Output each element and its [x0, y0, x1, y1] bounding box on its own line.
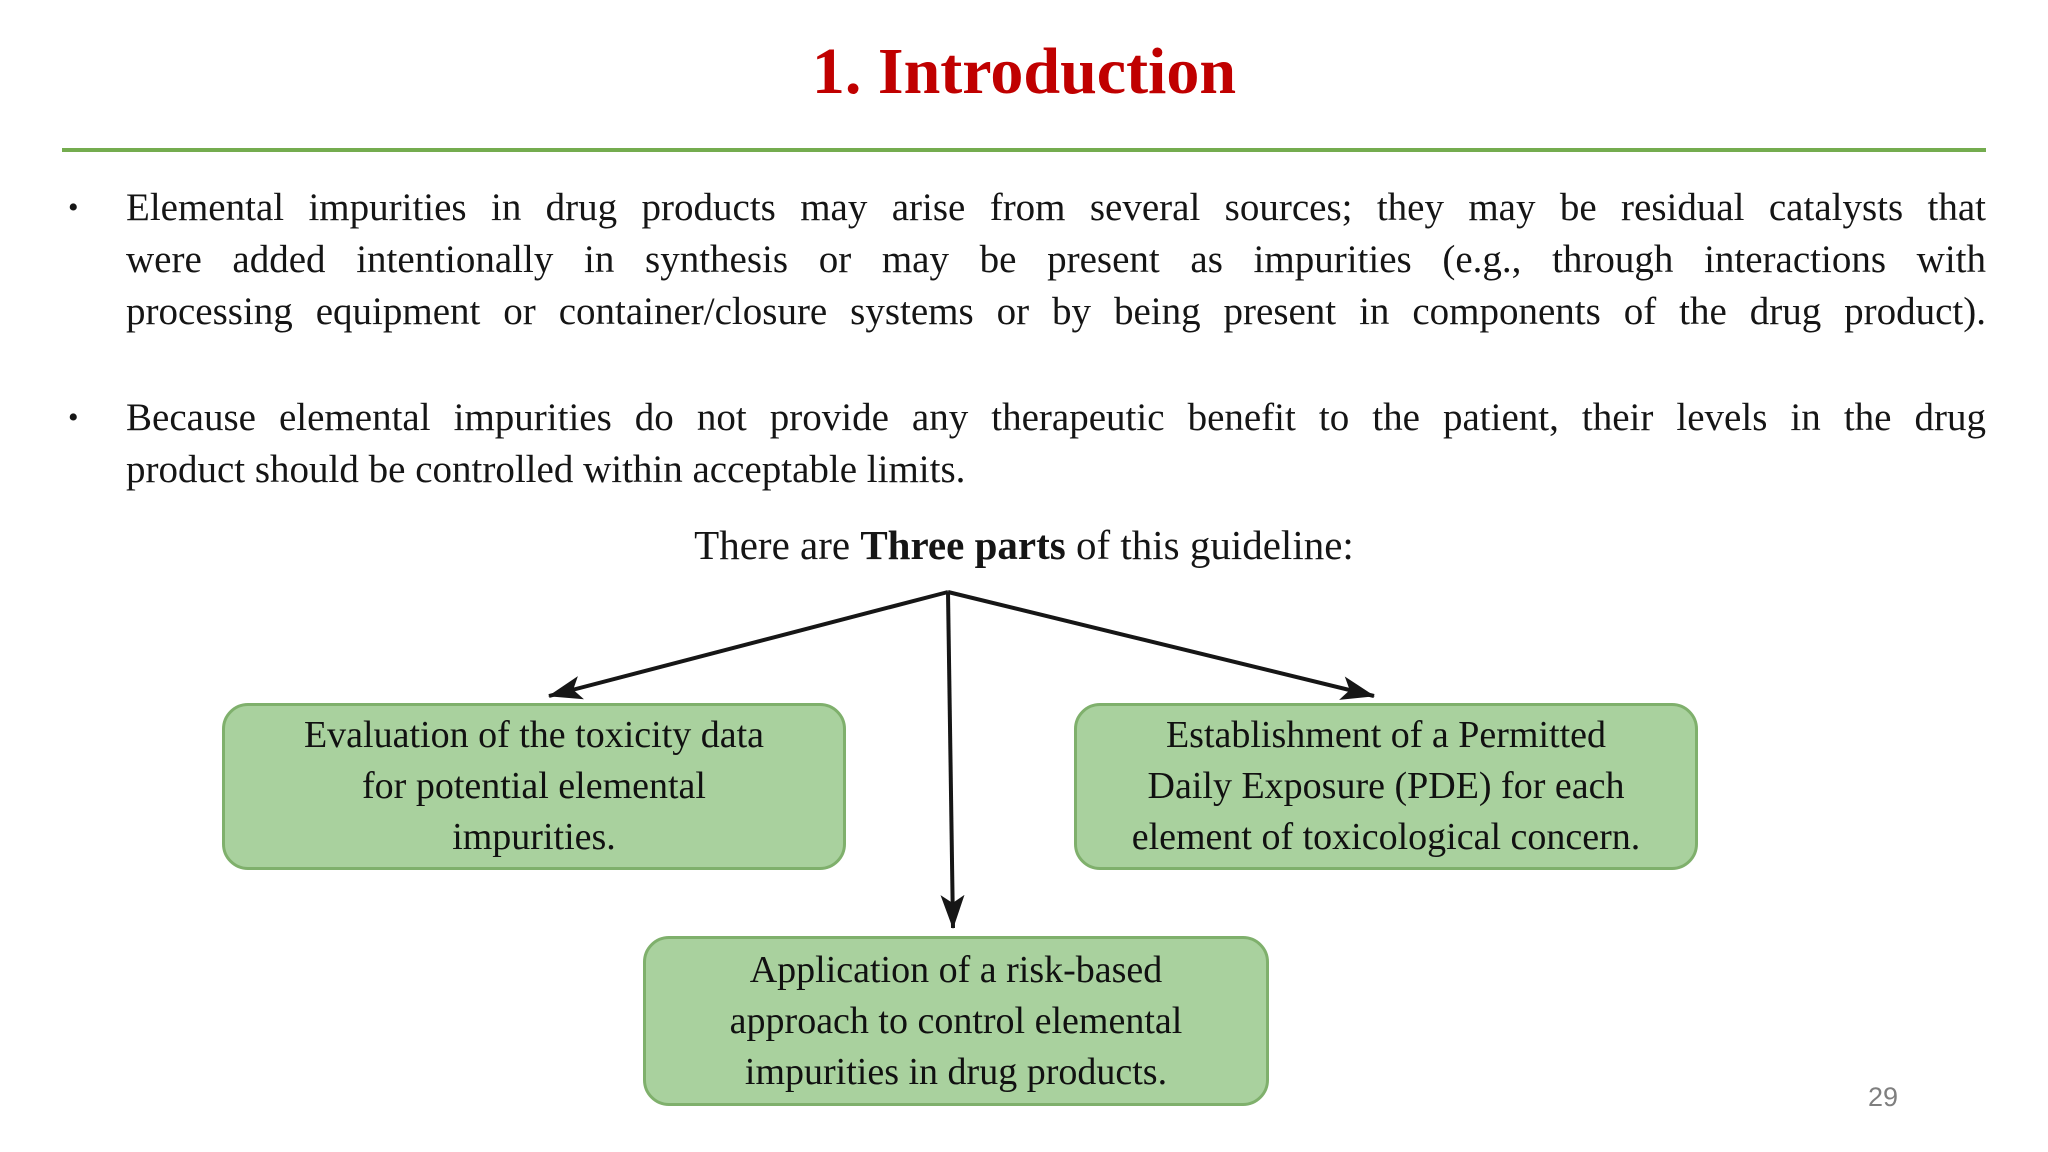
bullet-item-sources: • Elemental impurities in drug products … — [62, 182, 1986, 338]
bullet-marker: • — [68, 401, 79, 434]
lead-in-emphasis: Three parts — [860, 522, 1066, 568]
box-line: Daily Exposure (PDE) for each — [1147, 765, 1625, 807]
lead-in-text: There are Three parts of this guideline: — [0, 520, 2048, 570]
box-line: for potential elemental — [362, 765, 706, 807]
bullet-line: product should be controlled within acce… — [126, 448, 966, 491]
arrow-to-left-box — [548, 590, 949, 700]
bullet-marker: • — [68, 191, 79, 224]
box-line: element of toxicological concern. — [1131, 816, 1641, 858]
bullet-line: were added intentionally in synthesis or… — [126, 238, 1986, 281]
arrow-to-right-box — [947, 590, 1375, 700]
box-evaluation-toxicity-data: Evaluation of the toxicity data for pote… — [222, 703, 846, 870]
arrow-to-bottom-box — [940, 591, 965, 929]
bullet-text: Because elemental impurities do not prov… — [126, 392, 1986, 496]
bullet-line: Elemental impurities in drug products ma… — [126, 186, 1986, 229]
box-risk-based-approach: Application of a risk-based approach to … — [643, 936, 1269, 1106]
box-line: impurities. — [452, 816, 616, 858]
slide-title: 1. Introduction — [811, 35, 1237, 108]
page-number: 29 — [1867, 1082, 1898, 1112]
bullet-list: • Elemental impurities in drug products … — [62, 182, 1986, 496]
bullet-text: Elemental impurities in drug products ma… — [126, 182, 1986, 338]
box-establishment-pde: Establishment of a Permitted Daily Expos… — [1074, 703, 1698, 870]
lead-in-prefix: There are — [694, 522, 861, 568]
box-line: impurities in drug products. — [744, 1050, 1168, 1093]
bullet-item-control-limits: • Because elemental impurities do not pr… — [62, 392, 1986, 496]
box-line: Establishment of a Permitted — [1165, 714, 1607, 756]
bullet-line: processing equipment or container/closur… — [126, 290, 1986, 333]
box-line: Application of a risk-based — [749, 948, 1163, 991]
box-line: Evaluation of the toxicity data — [303, 714, 765, 756]
bullet-line: Because elemental impurities do not prov… — [126, 396, 1986, 439]
title-divider-line — [62, 148, 1986, 152]
box-line: approach to control elemental — [729, 999, 1183, 1042]
lead-in-suffix: of this guideline: — [1065, 522, 1354, 568]
